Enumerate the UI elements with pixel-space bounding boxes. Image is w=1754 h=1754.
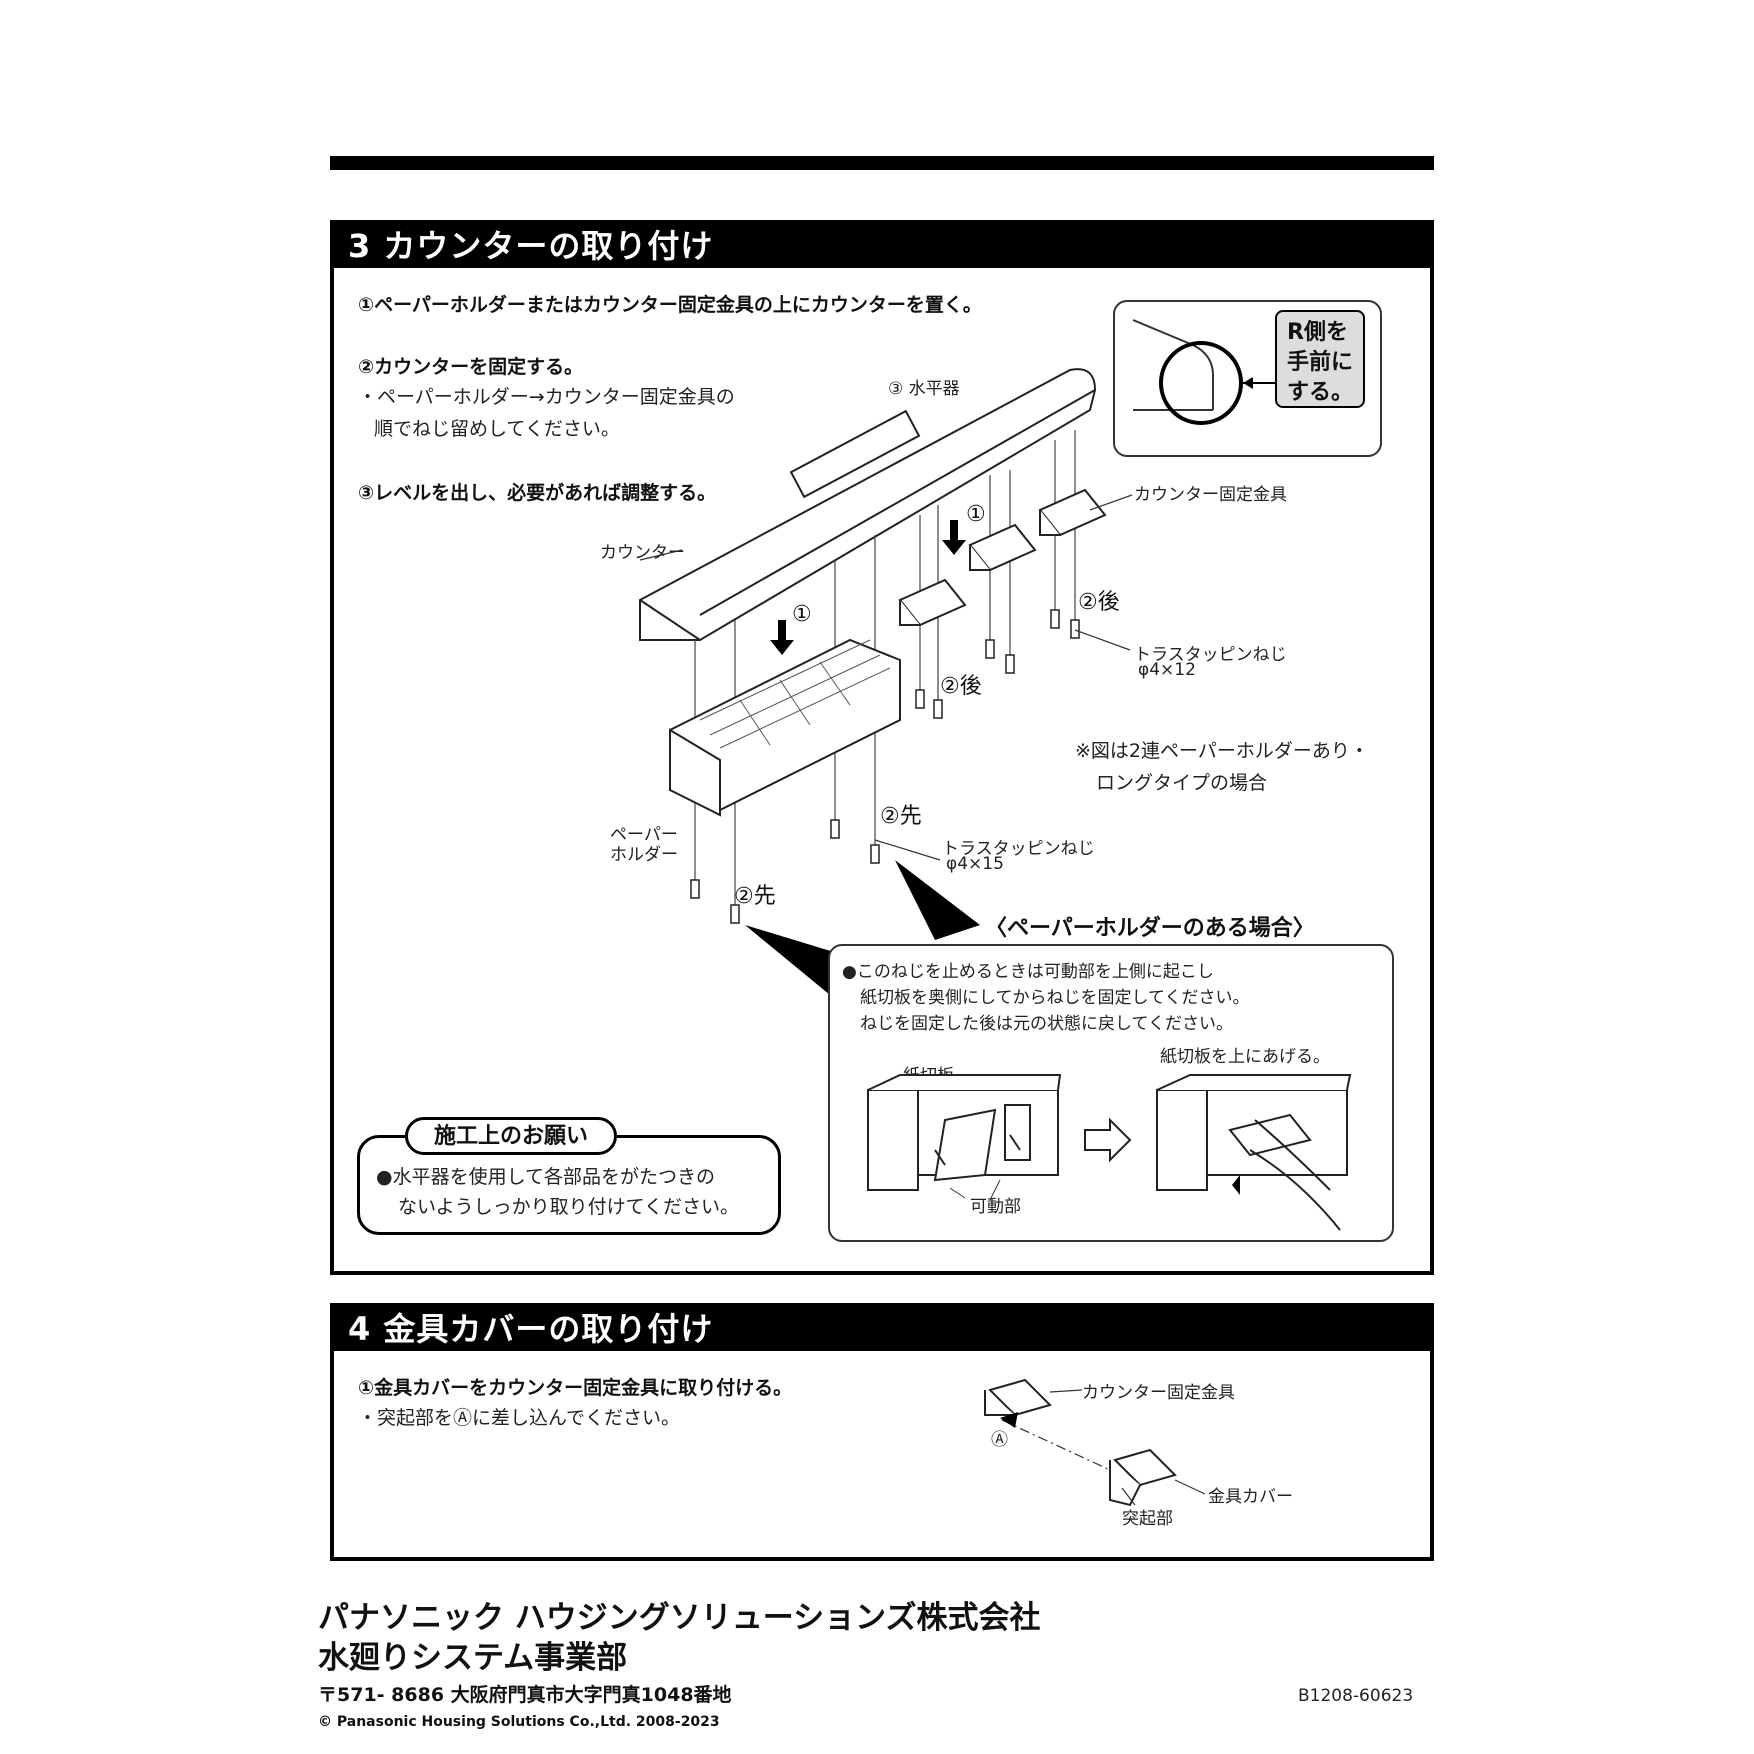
label-place-1a: ① (792, 602, 812, 627)
figure-note-line1: ※図は2連ペーパーホルダーあり・ (1075, 740, 1369, 762)
top-rule (330, 156, 1434, 170)
label-screw-12-line2: φ4×12 (1138, 660, 1196, 680)
company-address: 〒571- 8686 大阪府門真市大字門真1048番地 (318, 1684, 732, 1706)
level-tool (789, 409, 921, 499)
label-counter-bracket-2: カウンター固定金具 (1082, 1383, 1235, 1403)
label-lift-paper-cutter: 紙切板を上にあげる。 (1160, 1047, 1330, 1067)
step-1-text: ①ペーパーホルダーまたはカウンター固定金具の上にカウンターを置く。 (358, 294, 982, 316)
label-counter: カウンター (600, 543, 685, 563)
label-movable-part: 可動部 (970, 1197, 1021, 1217)
construction-request-title: 施工上のお願い (405, 1117, 618, 1155)
callout-text-line2: 紙切板を奥側にしてからねじを固定してください。 (860, 988, 1250, 1008)
company-name: パナソニック ハウジングソリューションズ株式会社 (318, 1600, 1041, 1636)
section-bracket-cover-installation: 4 金具カバーの取り付け (330, 1303, 1434, 1561)
label-screw-15-line2: φ4×15 (946, 854, 1004, 874)
label-level: ③ 水平器 (888, 379, 960, 399)
section4-step-1-note: ・突起部をⒶに差し込んでください。 (358, 1407, 681, 1429)
r-side-inset-drawing (1132, 319, 1278, 425)
label-back-screw-a: ②後 (1078, 590, 1120, 615)
r-side-text-3: する。 (1287, 380, 1354, 405)
label-paper-holder-line1: ペーパー (610, 825, 678, 845)
label-front-screw-b: ②先 (734, 884, 776, 909)
division-name: 水廻りシステム事業部 (318, 1640, 628, 1676)
label-protrusion: 突起部 (1122, 1509, 1173, 1529)
label-a-slot: Ⓐ (991, 1430, 1008, 1450)
request-text-line2: ないようしっかり取り付けてください。 (398, 1196, 740, 1218)
copyright: © Panasonic Housing Solutions Co.,Ltd. 2… (318, 1714, 720, 1730)
r-side-badge: R側を 手前に する。 (1275, 310, 1365, 408)
label-front-screw-a: ②先 (880, 804, 922, 829)
label-screw-15-line1: トラスタッピンねじ (942, 839, 1095, 859)
step-2-note-line2: 順でねじ留めしてください。 (374, 418, 620, 440)
r-side-text-2: 手前に (1287, 350, 1354, 375)
callout-text-line1: ●このねじを止めるときは可動部を上側に起こし (842, 962, 1214, 982)
label-paper-holder-line2: ホルダー (610, 845, 678, 865)
label-place-1b: ① (966, 502, 986, 527)
callout-text-line3: ねじを固定した後は元の状態に戻してください。 (860, 1014, 1233, 1034)
step-2-note-line1: ・ペーパーホルダー→カウンター固定金具の (358, 386, 735, 408)
section-4-title: 4 金具カバーの取り付け (334, 1307, 1430, 1351)
request-text-line1: ●水平器を使用して各部品をがたつきの (376, 1166, 716, 1188)
label-counter-bracket: カウンター固定金具 (1134, 485, 1287, 505)
section4-step-1-text: ①金具カバーをカウンター固定金具に取り付ける。 (358, 1377, 793, 1399)
r-side-text-1: R側を (1287, 320, 1348, 345)
callout-title: 〈ペーパーホルダーのある場合〉 (985, 916, 1315, 941)
label-back-screw-b: ②後 (940, 674, 982, 699)
label-bracket-cover: 金具カバー (1208, 1487, 1293, 1507)
step-2-text: ②カウンターを固定する。 (358, 356, 584, 378)
document-code: B1208-60623 (1298, 1686, 1414, 1706)
figure-note-line2: ロングタイプの場合 (1096, 772, 1268, 794)
step-3-text: ③レベルを出し、必要があれば調整する。 (358, 482, 717, 504)
label-screw-12-line1: トラスタッピンねじ (1134, 645, 1287, 665)
section-3-title: 3 カウンターの取り付け (334, 224, 1430, 268)
